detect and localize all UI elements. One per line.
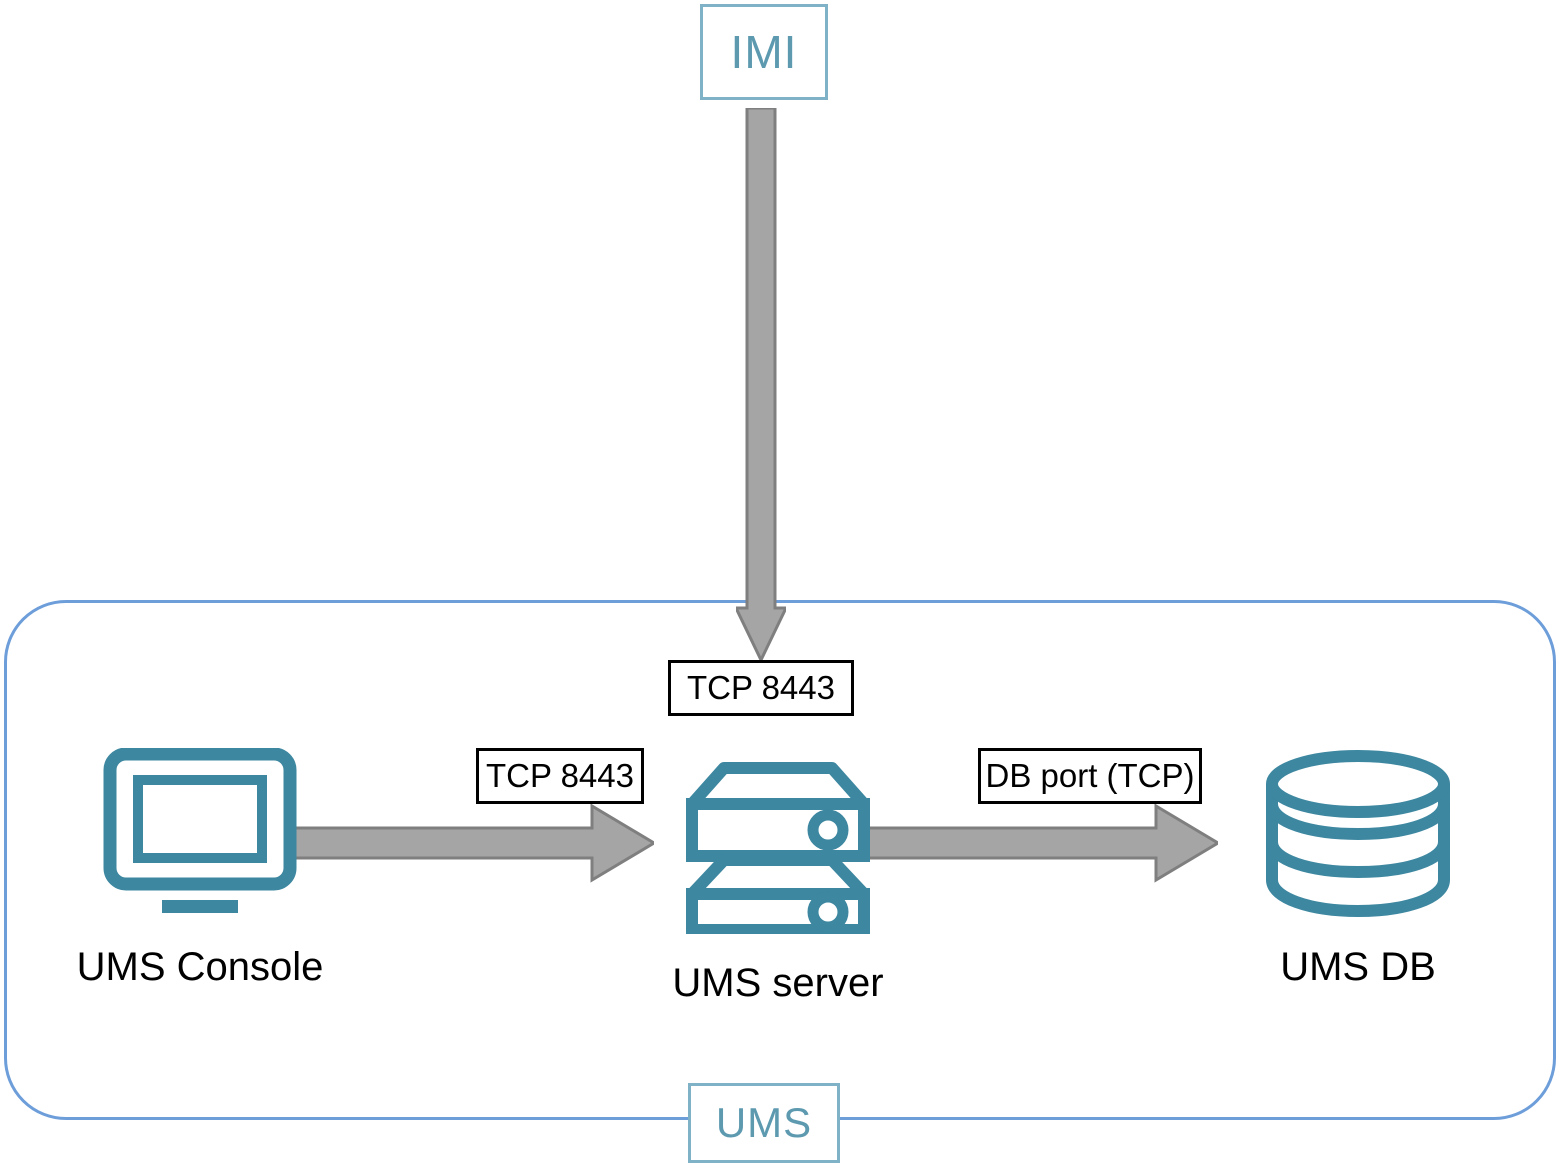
imi-tag-label: IMI bbox=[730, 26, 798, 78]
port-label-server-to-db: DB port (TCP) bbox=[978, 748, 1202, 804]
imi-boundary-tag: IMI bbox=[700, 4, 828, 100]
arrow-server-to-db bbox=[860, 798, 1218, 888]
port-label-console-to-server: TCP 8443 bbox=[476, 748, 644, 804]
node-label-ums-server: UMS server bbox=[672, 961, 884, 1005]
port-label-text: TCP 8443 bbox=[486, 757, 634, 794]
port-label-imi-to-server: TCP 8443 bbox=[668, 660, 854, 716]
arrow-imi-to-server bbox=[736, 108, 786, 660]
port-label-text: TCP 8443 bbox=[687, 669, 835, 706]
node-label-ums-console: UMS Console bbox=[76, 945, 324, 989]
ums-tag-label: UMS bbox=[715, 1099, 813, 1146]
database-cylinder-icon bbox=[1258, 748, 1458, 923]
server-rack-icon bbox=[678, 734, 878, 939]
monitor-icon bbox=[100, 747, 300, 923]
node-label-ums-db: UMS DB bbox=[1280, 945, 1436, 989]
node-ums-console: UMS Console bbox=[60, 747, 340, 990]
node-ums-db: UMS DB bbox=[1218, 748, 1498, 990]
ums-boundary-tag: UMS bbox=[688, 1083, 840, 1163]
port-label-text: DB port (TCP) bbox=[985, 757, 1195, 794]
arrow-console-to-server bbox=[286, 798, 654, 888]
node-ums-server: UMS server bbox=[638, 734, 918, 1006]
